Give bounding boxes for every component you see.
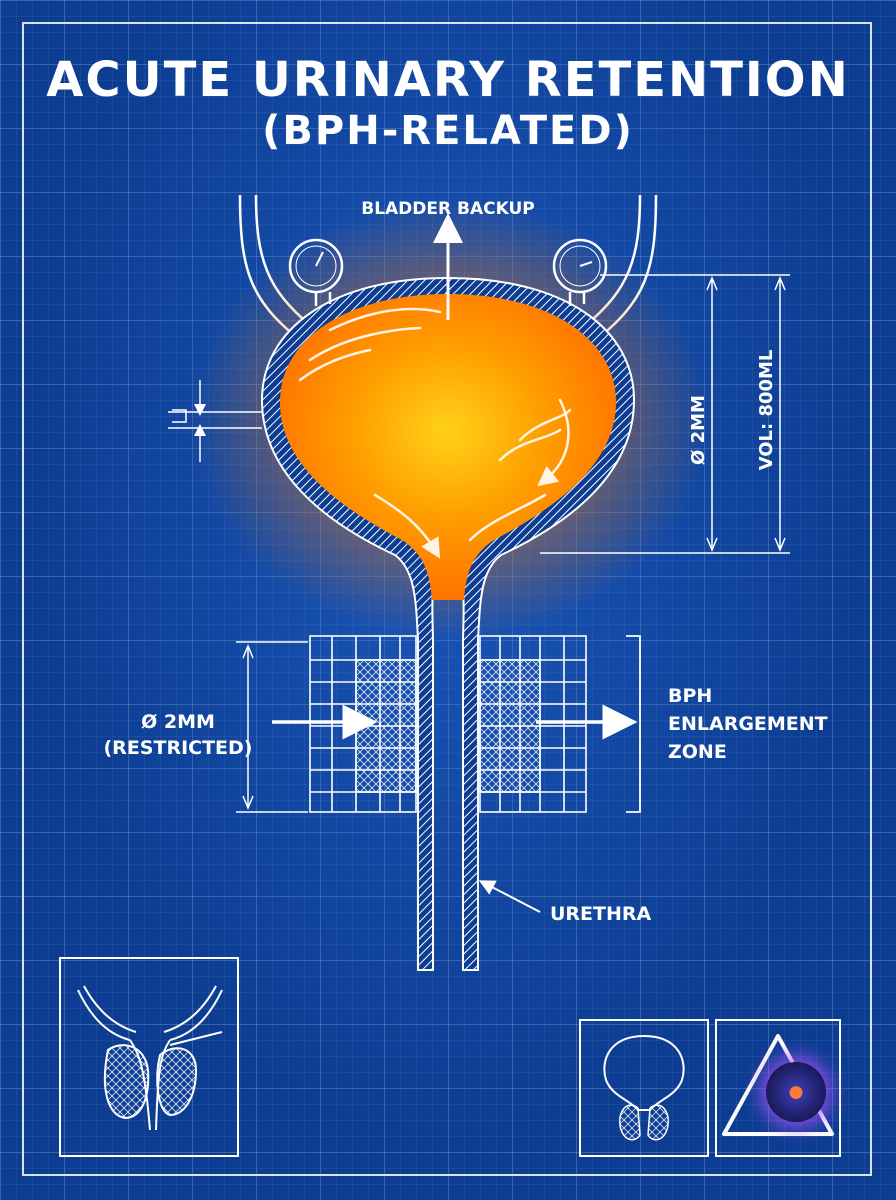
bladder-backup-label: BLADDER BACKUP [361, 199, 535, 219]
octopus-logo-icon: ● [766, 1062, 826, 1122]
bph-bracket [626, 635, 641, 813]
urethra-pointer [478, 880, 541, 913]
page-title: ACUTE URINARY RETENTION [46, 52, 850, 108]
bph-zone-label: ZONE [668, 741, 727, 763]
bladder-prostate-icon [579, 1019, 709, 1157]
bladder-diameter-label: Ø 2MM [688, 395, 709, 465]
flow-swirls [298, 307, 572, 559]
urethra-label: URETHRA [550, 903, 652, 925]
pressure-gauge-icon [288, 238, 344, 306]
volume-label: VOL: 800ML [756, 350, 777, 471]
restriction-dimension [236, 641, 308, 813]
blueprint-frame [22, 22, 872, 1176]
bladder-fluid [280, 294, 616, 600]
prostate-cross-section-icon [59, 957, 239, 1157]
restricted-diameter-label: Ø 2MM [141, 711, 215, 733]
bph-enlargement-grid [309, 635, 587, 813]
bladder-dimensions [540, 274, 790, 554]
page-subtitle: (BPH-RELATED) [262, 108, 634, 154]
restricted-label: (RESTRICTED) [104, 737, 253, 759]
wall-thickness-dimension [168, 380, 262, 462]
pressure-gauge-icon [552, 238, 608, 306]
bph-enlargement-label: ENLARGEMENT [668, 713, 828, 735]
bph-label: BPH [668, 685, 712, 707]
